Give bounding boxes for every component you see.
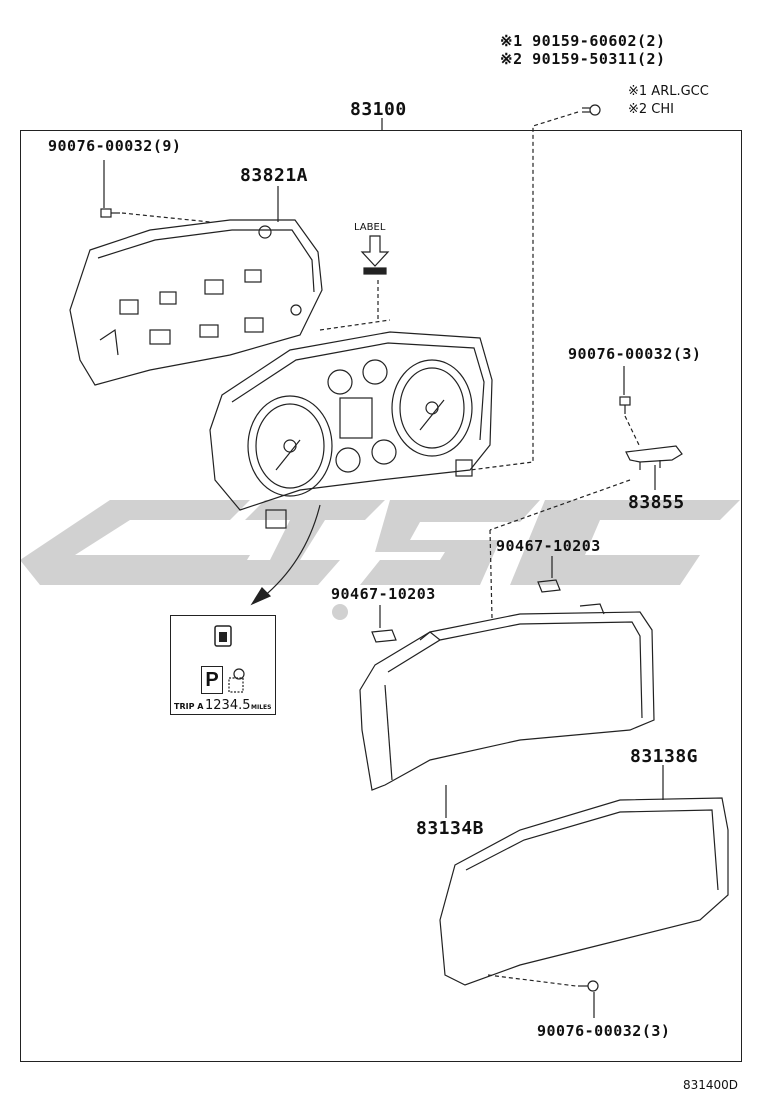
part-label-screw-right: 90076-00032(3): [568, 345, 702, 363]
screw-top-left-shape: [100, 208, 120, 218]
top-bolt: [582, 104, 601, 116]
odometer-unit: MILES: [251, 704, 272, 711]
gear-indicator: P: [201, 666, 223, 694]
assembly-frame: [20, 130, 742, 1062]
assembly-number: 83100: [350, 99, 407, 120]
top-bolt-leader: [469, 111, 579, 471]
screw-bottom-shape: [578, 980, 599, 992]
odometer-value: 1234.5: [205, 698, 251, 713]
label-arrow: [360, 235, 390, 267]
part-label-bracket: 83855: [628, 492, 685, 513]
diagram-id: 831400D: [683, 1078, 739, 1092]
glass-shape: [439, 797, 729, 986]
part-label-clip-right: 90467-10203: [496, 537, 601, 555]
case-shape: [359, 603, 655, 791]
bracket-shape: [625, 445, 683, 470]
bolt-note-2: ※2 90159-50311(2): [500, 50, 666, 68]
part-label-glass: 83138G: [630, 746, 699, 767]
inset-arrow: [261, 504, 321, 599]
legend-note-2: ※2 CHI: [628, 102, 674, 117]
display-inset: P TRIP A 1234.5 MILES: [170, 615, 276, 715]
clip-right-shape: [537, 579, 561, 593]
fuel-door-icon: [214, 625, 245, 693]
part-label-clip-left: 90467-10203: [331, 585, 436, 603]
part-label-case: 83134B: [416, 818, 485, 839]
bolt-note-1: ※1 90159-60602(2): [500, 32, 666, 50]
label-sticker-text: LABEL: [354, 222, 386, 233]
legend-note-1: ※1 ARL.GCC: [628, 84, 709, 99]
part-label-housing: 83821A: [240, 165, 309, 186]
housing-shape: [69, 219, 323, 386]
clip-left-shape: [371, 629, 397, 643]
part-label-screw-top-left: 90076-00032(9): [48, 137, 182, 155]
trip-label: TRIP A: [174, 702, 204, 711]
label-sticker: [363, 267, 387, 275]
part-label-screw-bottom: 90076-00032(3): [537, 1022, 671, 1040]
screw-right-shape: [619, 396, 631, 414]
cluster-shape: [209, 331, 493, 529]
